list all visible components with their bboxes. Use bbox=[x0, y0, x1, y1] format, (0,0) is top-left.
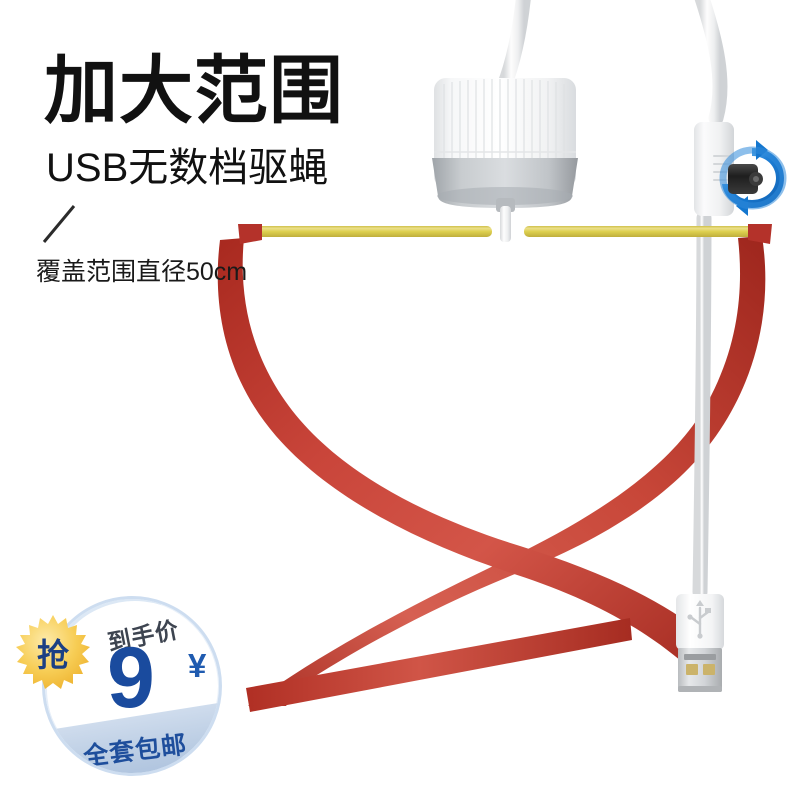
badge-circle: 到手价 9 ¥ 全套包邮 bbox=[42, 596, 222, 776]
price-badge[interactable]: 到手价 9 ¥ 全套包邮 抢 bbox=[14, 592, 224, 782]
yellow-rod-right bbox=[524, 226, 760, 237]
badge-price-value: 9 bbox=[107, 630, 155, 726]
starburst-icon bbox=[16, 615, 90, 689]
coverage-caption: 覆盖范围直径50cm bbox=[36, 258, 248, 286]
motor-base bbox=[432, 158, 578, 208]
drive-shaft bbox=[496, 198, 515, 242]
usb-logo-icon bbox=[687, 600, 711, 639]
ribbon-clip-left bbox=[238, 224, 262, 244]
yellow-rod-left bbox=[248, 226, 492, 237]
red-ribbon-left bbox=[217, 238, 716, 678]
page-subtitle: USB无数档驱蝇 bbox=[46, 146, 329, 190]
page-title: 加大范围 bbox=[44, 49, 344, 132]
currency-symbol: ¥ bbox=[188, 647, 207, 684]
red-ribbon-right bbox=[248, 236, 766, 706]
ribbon-clip-right bbox=[748, 224, 772, 244]
usb-connector bbox=[676, 594, 724, 692]
headline-block: 加大范围 USB无数档驱蝇 覆盖范围直径50cm bbox=[0, 0, 430, 300]
red-ribbon-tail bbox=[246, 618, 632, 712]
slash-divider-icon bbox=[42, 205, 76, 243]
speed-knob bbox=[728, 164, 763, 194]
rotation-arrow-icon bbox=[719, 140, 787, 216]
burst-label: 抢 bbox=[36, 637, 69, 673]
